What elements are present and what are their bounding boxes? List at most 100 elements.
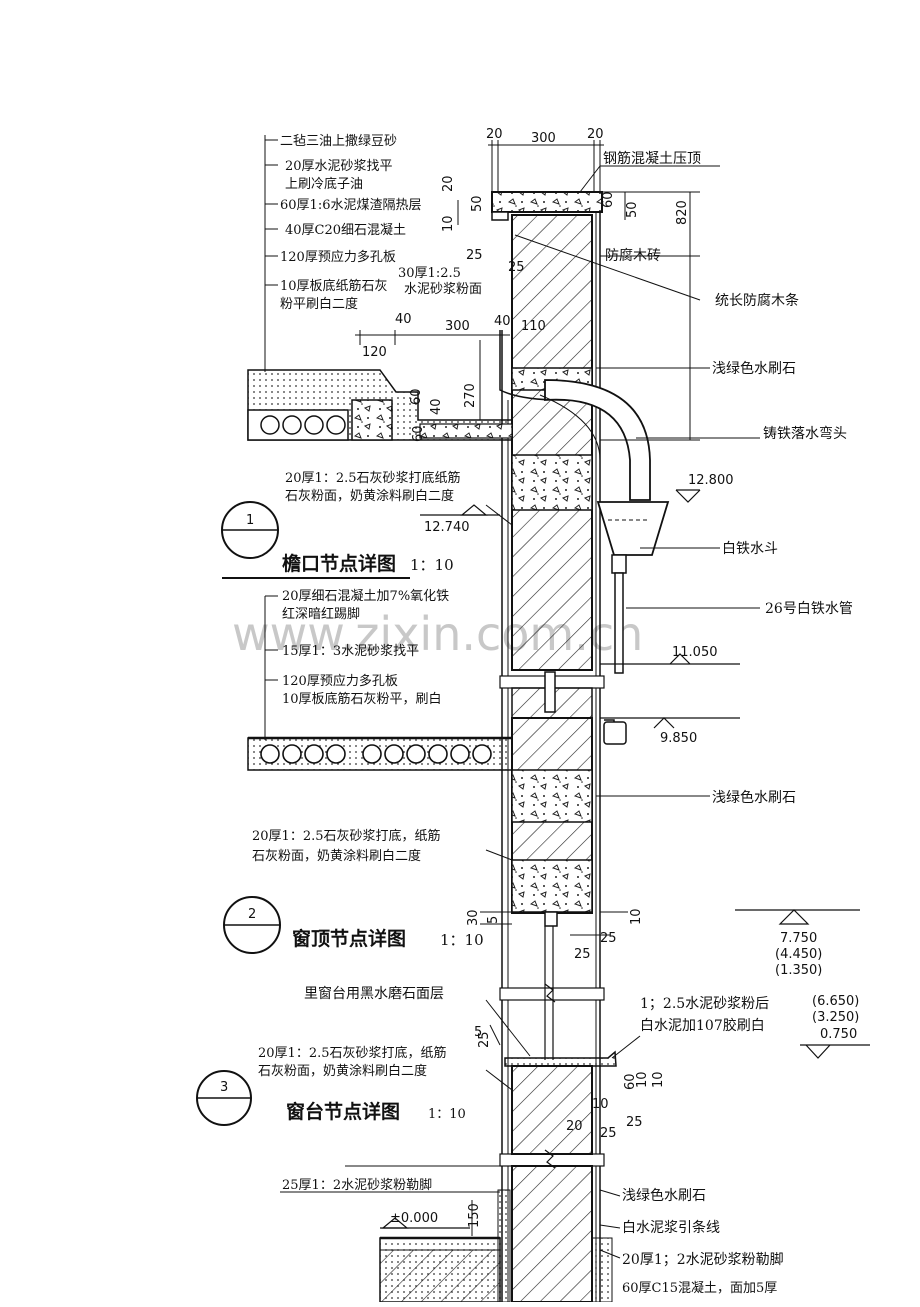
label-stone-3: 浅绿色水刷石 (622, 1187, 706, 1204)
detail-1-scale: 1：10 (410, 556, 454, 574)
eave-dimension-lines (355, 140, 700, 441)
sill-dim-20: 20 (566, 1119, 583, 1134)
eave-layer-2: 20厚水泥砂浆找平 (285, 159, 393, 174)
window-dim-5: 5 (486, 916, 501, 924)
dim-10: 10 (441, 215, 456, 232)
dim-60: 60 (601, 191, 616, 208)
plinth-25-label: 25厚1：2水泥砂浆粉勒脚 (282, 1177, 432, 1193)
detail-2-number: 2 (248, 907, 256, 922)
c15-label: 60厚C15混凝土，面加5厚 (622, 1280, 777, 1296)
sill-dim-5: 5 (474, 1025, 482, 1040)
eave-layer-8: 粉平刷白二度 (280, 296, 358, 312)
dim-20c: 20 (441, 175, 456, 192)
plinth-dim-150: 150 (467, 1203, 482, 1228)
label-white-a: 1；2.5水泥砂浆粉后 (640, 996, 769, 1012)
elev-0000: ±0.000 (390, 1211, 438, 1226)
eave-layer-7: 10厚板底纸筋石灰 (280, 278, 388, 294)
dim-20b: 20 (587, 127, 604, 142)
dim-40b: 40 (494, 314, 511, 329)
eave-layer-1: 二毡三油上撒绿豆砂 (280, 133, 397, 149)
floor-layer-4: 120厚预应力多孔板 (282, 673, 398, 689)
sill-dim-10b: 10 (651, 1071, 666, 1088)
inner-plaster-1b: 石灰粉面，奶黄涂料刷白二度 (285, 488, 454, 504)
window-dimension-lines (480, 911, 628, 936)
label-white-b: 白水泥加107胶刷白 (640, 1017, 765, 1034)
plaster-30-a: 30厚1:2.5 (398, 266, 461, 281)
plinth-leader-lines (280, 1165, 621, 1259)
inner-plaster-3b: 石灰粉面，奶黄涂料刷白二度 (258, 1063, 427, 1079)
label-stone-1: 浅绿色水刷石 (712, 360, 796, 377)
eave-layer-3: 上刷冷底子油 (285, 176, 363, 192)
inner-plaster-3a: 20厚1：2.5石灰砂浆打底，纸筋 (258, 1045, 447, 1061)
wall (491, 191, 617, 1303)
detail-3-number: 3 (220, 1080, 228, 1095)
floor-layer-5: 10厚板底筋石灰粉平，刷白 (282, 691, 442, 707)
dim-20a: 20 (486, 127, 503, 142)
window-dim-25a: 25 (600, 931, 617, 946)
detail-1-marker (221, 501, 410, 579)
elev-1350: (1.350) (775, 963, 822, 978)
sill-dim-25: 25 (477, 1031, 492, 1048)
label-coping: 钢筋混凝土压顶 (603, 150, 701, 167)
dim-270: 270 (463, 383, 478, 408)
detail-3-title: 窗台节点详图 (286, 1100, 400, 1123)
inner-plaster-1a: 20厚1：2.5石灰砂浆打底纸筋 (285, 470, 461, 486)
elev-9850: 9.850 (660, 731, 697, 746)
floor-layer-2: 红深暗红踢脚 (282, 606, 360, 622)
dim-40a: 40 (395, 312, 412, 327)
sill-dim-25b: 25 (600, 1126, 617, 1141)
elev-6650: (6.650) (812, 994, 859, 1009)
floor-slab (247, 736, 513, 771)
sill-dim-60: 60 (623, 1073, 638, 1090)
plaster-30-b: 水泥砂浆粉面 (404, 282, 482, 297)
window-dim-10: 10 (629, 908, 644, 925)
elev-4450: (4.450) (775, 947, 822, 962)
label-hopper: 白铁水斗 (722, 541, 778, 557)
label-groove-line: 白水泥浆引条线 (622, 1219, 720, 1236)
label-stone-2: 浅绿色水刷石 (712, 789, 796, 806)
roof-slab (247, 330, 651, 501)
floor-layer-1: 20厚细石混凝土加7%氧化铁 (282, 588, 449, 604)
dim-820: 820 (675, 200, 690, 225)
label-black-terrazzo: 里窗台用黑水磨石面层 (304, 985, 444, 1002)
eave-leader-lines (264, 135, 760, 609)
elev-7750: 7.750 (780, 931, 817, 946)
dim-300b: 300 (445, 319, 470, 334)
eave-layer-4: 60厚1:6水泥煤渣隔热层 (280, 198, 421, 213)
label-pipe: 26号白铁水管 (765, 601, 853, 617)
detail-3-marker (196, 1070, 252, 1126)
floor-leader-lines (264, 595, 710, 861)
dim-120: 120 (362, 345, 387, 360)
label-elbow: 铸铁落水弯头 (763, 425, 847, 442)
detail-2-marker (223, 896, 281, 954)
window-dim-25b: 25 (574, 947, 591, 962)
elev-11050: 11.050 (672, 645, 718, 660)
dim-25b: 25 (508, 260, 525, 275)
dim-60b: 60 (409, 388, 424, 405)
dim-300a: 300 (531, 131, 556, 146)
elev-0750: 0.750 (820, 1027, 857, 1042)
detail-1-number: 1 (246, 513, 254, 528)
elev-3250: (3.250) (812, 1010, 859, 1025)
detail-2-scale: 1：10 (440, 931, 484, 949)
dim-110: 110 (521, 319, 546, 334)
rain-hopper (596, 501, 670, 745)
eave-layer-5: 40厚C20细石混凝土 (285, 222, 406, 238)
dim-25a: 25 (466, 248, 483, 263)
label-wood-brick: 防腐木砖 (605, 247, 661, 264)
inner-plaster-2a: 20厚1：2.5石灰砂浆打底，纸筋 (252, 828, 441, 844)
inner-plaster-2b: 石灰粉面，奶黄涂料刷白二度 (252, 848, 421, 864)
detail-1-title: 檐口节点详图 (282, 552, 396, 575)
dim-50b: 50 (470, 195, 485, 212)
plinth-20-label: 20厚1；2水泥砂浆粉勒脚 (622, 1252, 784, 1268)
eave-layer-6: 120厚预应力多孔板 (280, 249, 396, 265)
floor-layer-3: 15厚1：3水泥砂浆找平 (282, 644, 419, 659)
elev-12800: 12.800 (688, 473, 734, 488)
label-wood-strip: 统长防腐木条 (715, 292, 799, 309)
dim-60c: 60 (411, 425, 426, 442)
sill-leader-lines (485, 999, 641, 1091)
sill-dim-25c: 25 (626, 1115, 643, 1130)
detail-2-title: 窗顶节点详图 (292, 927, 406, 950)
